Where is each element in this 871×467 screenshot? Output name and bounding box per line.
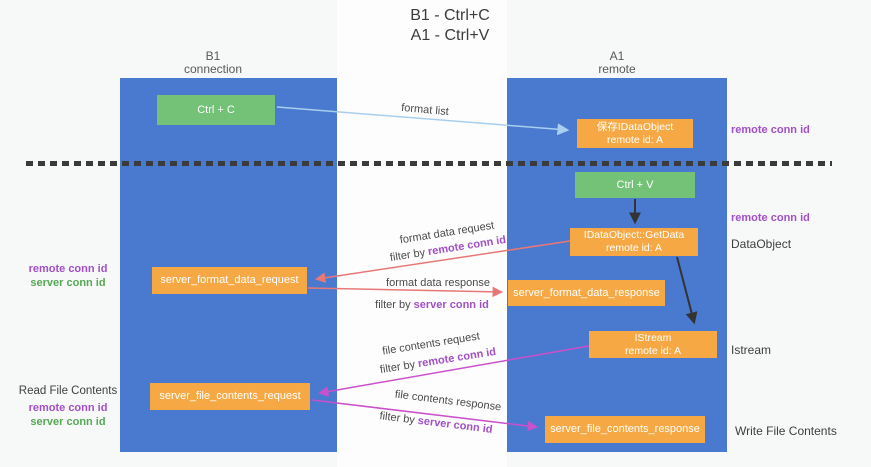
remote-conn-id-annotation-bottom: remote conn id bbox=[28, 402, 108, 414]
read-file-contents-annotation: Read File Contents bbox=[18, 385, 118, 397]
getdata-line1: IDataObject::GetData bbox=[583, 229, 685, 241]
remote-conn-id-annotation-left: remote conn id bbox=[28, 263, 108, 275]
server-conn-id-annotation-left: server conn id bbox=[30, 277, 106, 289]
server-file-contents-response-box: server_file_contents_response bbox=[545, 416, 705, 443]
istream-line1: IStream bbox=[634, 331, 672, 344]
write-file-contents-annotation: Write File Contents bbox=[735, 424, 837, 438]
getdata-line2: remote id: A bbox=[605, 242, 663, 254]
session-divider-dashed-line bbox=[26, 161, 832, 166]
server-format-data-request-label: server_format_data_request bbox=[160, 274, 299, 286]
title-line-1: B1 - Ctrl+C bbox=[410, 7, 490, 24]
istream-box: IStream remote id: A bbox=[589, 331, 717, 358]
server-format-data-response-label: server_format_data_response bbox=[513, 286, 660, 299]
dataobject-annotation: DataObject bbox=[731, 237, 792, 251]
server-file-contents-request-box: server_file_contents_request bbox=[150, 383, 310, 410]
diagram-title: B1 - Ctrl+C A1 - Ctrl+V bbox=[0, 6, 871, 46]
lane-header-b1-sub: connection bbox=[183, 62, 243, 76]
filter-by-text: filter by bbox=[375, 299, 414, 311]
ctrl-c-label: Ctrl + C bbox=[197, 103, 235, 116]
title-line-2: A1 - Ctrl+V bbox=[410, 27, 490, 44]
istream-annotation: Istream bbox=[731, 343, 772, 357]
server-format-data-request-box: server_format_data_request bbox=[152, 267, 307, 294]
save-dataobject-line1: 保存IDataObject bbox=[596, 120, 674, 133]
format-data-response-label: format data response bbox=[386, 277, 490, 289]
server-format-data-response-box: server_format_data_response bbox=[508, 280, 665, 306]
format-data-response-filter: filter by server conn id bbox=[375, 299, 489, 311]
remote-conn-id-annotation-mid: remote conn id bbox=[731, 212, 810, 224]
remote-conn-id-annotation-top: remote conn id bbox=[731, 124, 810, 136]
lane-header-a1-name: A1 bbox=[609, 49, 625, 63]
getdata-box: IDataObject::GetData remote id: A bbox=[570, 228, 698, 256]
lane-header-a1: A1 remote bbox=[547, 50, 687, 76]
ctrl-c-box: Ctrl + C bbox=[157, 95, 275, 125]
server-file-contents-response-label: server_file_contents_response bbox=[550, 423, 700, 435]
lane-header-a1-sub: remote bbox=[598, 62, 636, 76]
server-conn-id-annotation-bottom: server conn id bbox=[30, 416, 106, 428]
save-dataobject-line2: remote id: A bbox=[606, 133, 664, 146]
read-file-annotations: Read File Contents remote conn id server… bbox=[16, 384, 120, 429]
istream-line2: remote id: A bbox=[624, 344, 682, 357]
lane-header-b1: B1 connection bbox=[143, 50, 283, 76]
ctrl-v-label: Ctrl + V bbox=[616, 178, 654, 191]
left-conn-id-annotations: remote conn id server conn id bbox=[20, 262, 116, 290]
server-file-contents-request-label: server_file_contents_request bbox=[159, 390, 301, 402]
ctrl-v-box: Ctrl + V bbox=[575, 172, 695, 198]
server-conn-id-key: server conn id bbox=[413, 299, 489, 311]
lane-header-b1-name: B1 bbox=[205, 49, 221, 63]
save-dataobject-box: 保存IDataObject remote id: A bbox=[577, 119, 693, 148]
